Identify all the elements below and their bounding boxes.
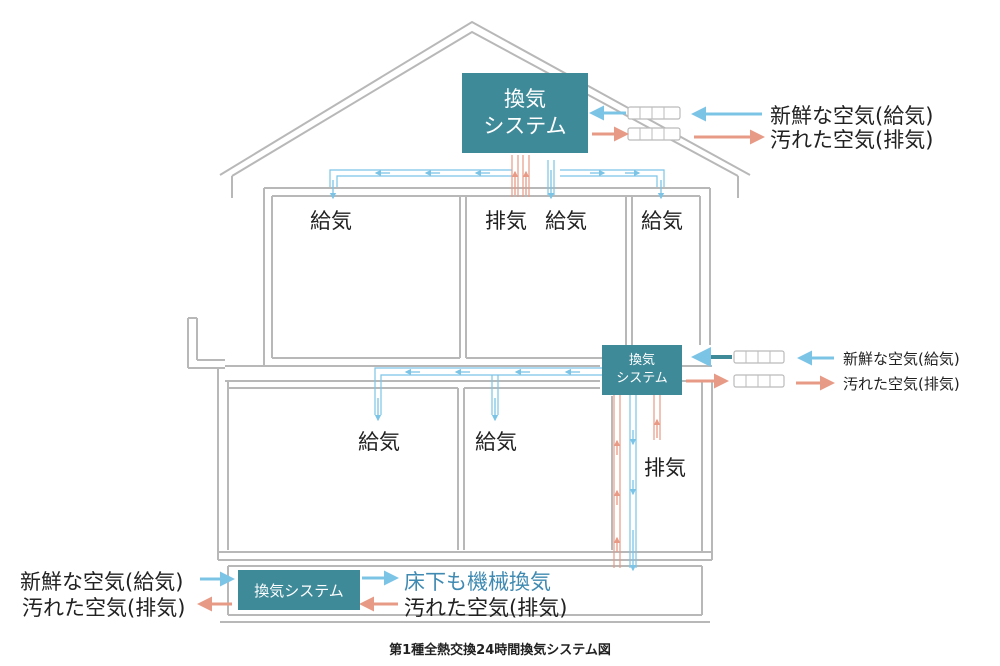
middle-ventilation-unit: 換気 システム [602, 345, 682, 395]
room-2f-mid-supply-label: 給気 [545, 209, 587, 233]
floor-ventilation-unit: 換気システム [238, 570, 360, 610]
middle-unit-line1: 換気 [628, 353, 655, 369]
room-1f-right-exhaust-label: 排気 [644, 456, 686, 480]
room-2f-mid-exhaust-label: 排気 [485, 209, 527, 233]
middle-unit-line2: システム [616, 371, 668, 386]
attic-unit-line2: システム [483, 114, 567, 138]
attic-unit-line1: 換気 [504, 86, 546, 111]
floor-unit-label: 換気システム [254, 581, 344, 600]
middle-supply-arrows [374, 368, 637, 572]
attic-exhaust-arrows [511, 170, 530, 195]
room-2f-right-supply-label: 給気 [641, 209, 683, 233]
middle-supply-ducts [374, 367, 637, 568]
walls [187, 187, 713, 623]
floor-mechanical-ventilation-label: 床下も機械換気 [404, 570, 551, 594]
mid-stale-air-label: 汚れた空気(排気) [843, 375, 960, 393]
attic-supply-ducts [329, 160, 665, 195]
room-2f-left-supply-label: 給気 [310, 209, 352, 233]
mid-fresh-air-label: 新鮮な空気(給気) [843, 350, 960, 368]
attic-stale-air-label: 汚れた空気(排気) [770, 128, 934, 152]
attic-supply-arrows [329, 169, 665, 200]
floor-fresh-in-label: 新鮮な空気(給気) [20, 570, 184, 594]
attic-outside-duct [589, 105, 681, 142]
attic-ventilation-unit: 換気 システム [462, 73, 588, 153]
figure-caption: 第1種全熱交換24時間換気システム図 [389, 643, 611, 658]
middle-exhaust-arrows [613, 418, 661, 552]
middle-outside-duct [686, 347, 785, 389]
attic-fresh-air-label: 新鮮な空気(給気) [770, 104, 934, 128]
floor-stale-out-label: 汚れた空気(排気) [22, 596, 186, 620]
room-1f-left-supply-label: 給気 [358, 430, 400, 454]
floor-stale-in-label: 汚れた空気(排気) [404, 596, 568, 620]
room-1f-mid-supply-label: 給気 [475, 430, 517, 454]
